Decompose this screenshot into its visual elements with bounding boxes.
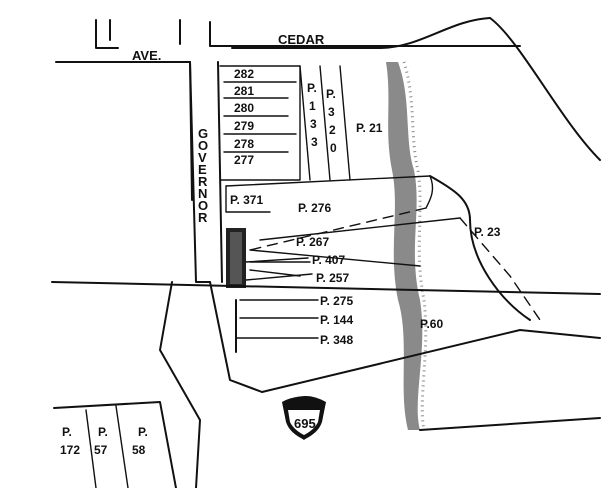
cedar-road-lines	[209, 17, 521, 49]
parcel-digit: 0	[330, 141, 337, 155]
lot-278: 278	[234, 137, 254, 151]
parcel-number: 172	[60, 443, 80, 457]
parcel-144-label: P. 144	[320, 313, 353, 327]
governor-letter: V	[198, 150, 207, 165]
governor-letter: R	[198, 174, 208, 189]
parcel-23-label: P. 23	[474, 225, 501, 239]
governor-label: G O V E R N O R	[198, 126, 208, 225]
far-right-boundary	[489, 17, 601, 161]
parcel-21-label: P. 21	[356, 121, 383, 135]
parcel-outlines	[219, 65, 541, 321]
parcel-133-label: P. 1 3 3	[307, 81, 318, 149]
parcel-digit: 3	[310, 117, 317, 131]
leader-lines	[235, 257, 319, 339]
lot-279: 279	[234, 119, 254, 133]
bottom-parcel-172: P. 172	[60, 425, 80, 457]
lot-277: 277	[234, 153, 254, 167]
parcel-407-label: P. 407	[312, 253, 345, 267]
ave-label: AVE.	[132, 48, 161, 63]
lower-boundaries	[53, 281, 601, 488]
ave-road-lines	[55, 19, 193, 201]
section-line	[51, 281, 601, 295]
governor-letter: O	[198, 198, 208, 213]
right-boundary	[429, 175, 531, 321]
governor-letter: N	[198, 186, 207, 201]
parcel-number: 57	[94, 443, 108, 457]
governor-letter: G	[198, 126, 208, 141]
lot-280: 280	[234, 101, 254, 115]
parcel-prefix: P.	[138, 425, 148, 439]
bottom-parcel-58: P. 58	[132, 425, 148, 457]
governor-letter: O	[198, 138, 208, 153]
governor-letter: E	[198, 162, 207, 177]
parcel-digit: 2	[329, 123, 336, 137]
parcel-digit: 1	[309, 99, 316, 113]
parcel-prefix: P.	[307, 81, 317, 95]
highway-number-label: 695	[294, 416, 316, 431]
lot-281: 281	[234, 84, 254, 98]
parcel-number: 58	[132, 443, 146, 457]
lot-282: 282	[234, 67, 254, 81]
parcel-267-label: P. 267	[296, 235, 329, 249]
parcel-275-label: P. 275	[320, 294, 353, 308]
parcel-prefix: P.	[98, 425, 108, 439]
parcel-prefix: P.	[62, 425, 72, 439]
cedar-label: CEDAR	[278, 32, 325, 47]
interstate-shield-icon	[282, 396, 326, 440]
parcel-276-label: P. 276	[298, 201, 331, 215]
parcel-60-label: P.60	[420, 317, 443, 331]
governor-road-lines	[189, 61, 223, 283]
parcel-320-label: P. 3 2 0	[326, 87, 337, 155]
parcel-digit: 3	[328, 105, 335, 119]
parcel-371-label: P. 371	[230, 193, 263, 207]
stream-shading	[386, 61, 428, 431]
shaded-parcel-strip	[226, 228, 246, 288]
parcel-257-label: P. 257	[316, 271, 349, 285]
parcel-prefix: P.	[326, 87, 336, 101]
bottom-parcel-57: P. 57	[94, 425, 108, 457]
governor-letter: R	[198, 210, 208, 225]
parcel-digit: 3	[311, 135, 318, 149]
parcel-348-label: P. 348	[320, 333, 353, 347]
